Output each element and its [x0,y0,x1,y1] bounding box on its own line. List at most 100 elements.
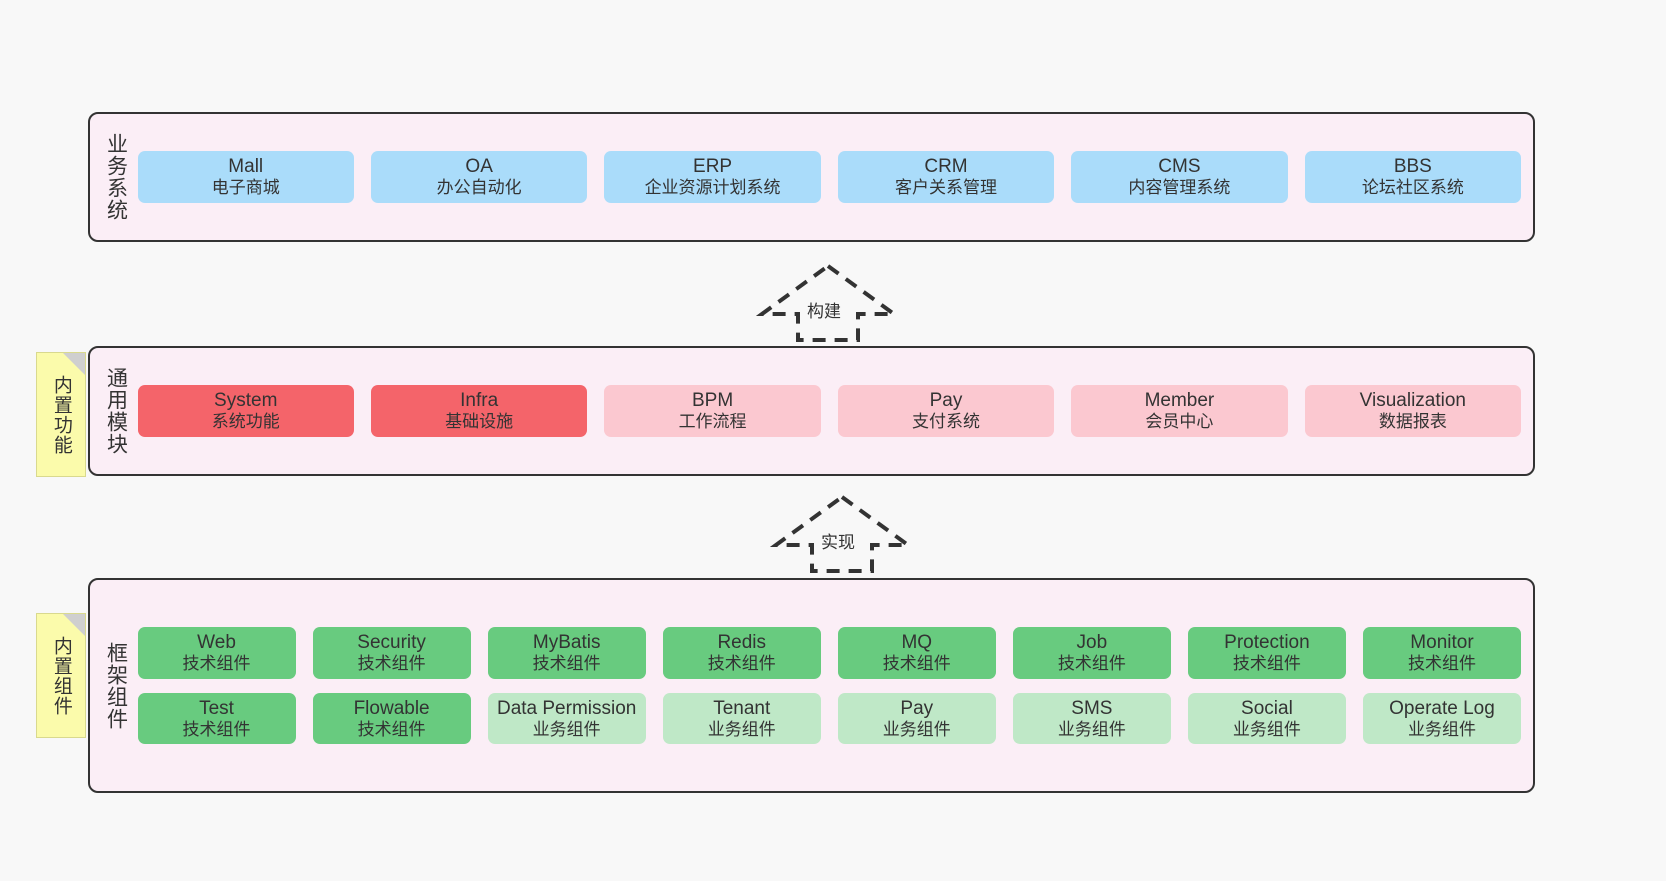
layer-title-common-module: 通用模块 [104,367,128,455]
card-subtitle: 内容管理系统 [1128,178,1231,198]
card-title: Redis [717,631,767,653]
card-bbs[interactable]: BBS 论坛社区系统 [1304,151,1522,203]
card-title: CMS [1158,156,1201,178]
card-row: Test 技术组件 Flowable 技术组件 Data Permission … [137,692,1522,745]
card-flowable[interactable]: Flowable 技术组件 [312,692,471,745]
card-data-permission[interactable]: Data Permission 业务组件 [487,692,646,745]
card-title: Protection [1224,631,1310,653]
card-title: Member [1144,390,1215,412]
card-subtitle: 技术组件 [357,653,426,673]
card-subtitle: 技术组件 [882,653,951,673]
card-subtitle: 技术组件 [1407,653,1476,673]
card-system[interactable]: System 系统功能 [137,385,354,437]
card-title: Data Permission [496,697,637,719]
card-subtitle: 支付系统 [911,412,980,432]
card-social[interactable]: Social 业务组件 [1187,692,1346,745]
card-mybatis[interactable]: MyBatis 技术组件 [487,626,646,679]
layer-body-framework-component: Web 技术组件 Security 技术组件 MyBatis 技术组件 Redi… [136,588,1523,783]
card-subtitle: 系统功能 [211,412,280,432]
card-title: Mall [228,156,264,178]
card-cms[interactable]: CMS 内容管理系统 [1071,151,1288,203]
card-pay-module[interactable]: Pay 支付系统 [837,385,1055,437]
arrow-build: 构建 [755,262,901,342]
card-title: Tenant [713,697,771,719]
card-title: BBS [1393,156,1432,178]
layer-body-common-module: System 系统功能 Infra 基础设施 BPM 工作流程 Pay 支付系统… [136,356,1523,466]
layer-title-framework-component: 框架组件 [104,641,128,730]
note-fold-icon [63,614,85,636]
card-subtitle: 技术组件 [707,653,776,673]
card-subtitle: 论坛社区系统 [1361,178,1464,198]
card-mq[interactable]: MQ 技术组件 [837,626,996,679]
card-subtitle: 业务组件 [707,719,776,739]
card-erp[interactable]: ERP 企业资源计划系统 [604,151,821,203]
card-title: Social [1241,697,1293,719]
card-subtitle: 业务组件 [882,719,951,739]
card-test[interactable]: Test 技术组件 [137,692,296,745]
card-security[interactable]: Security 技术组件 [312,626,471,679]
card-crm[interactable]: CRM 客户关系管理 [837,151,1055,203]
card-pay-component[interactable]: Pay 业务组件 [837,692,996,745]
card-subtitle: 技术组件 [182,719,251,739]
card-subtitle: 技术组件 [532,653,601,673]
card-title: Job [1076,631,1108,653]
note-builtin-function: 内置功能 [36,352,86,477]
card-row: Mall 电子商城 OA 办公自动化 ERP 企业资源计划系统 CRM 客户关系… [137,151,1522,203]
note-builtin-component-label: 内置组件 [50,635,72,716]
card-subtitle: 技术组件 [357,719,426,739]
card-title: MyBatis [532,631,601,653]
card-title: Security [357,631,426,653]
card-title: MQ [901,631,933,653]
note-builtin-component: 内置组件 [36,613,86,738]
card-subtitle: 业务组件 [1057,719,1126,739]
card-subtitle: 技术组件 [1057,653,1126,673]
card-title: Visualization [1359,390,1466,412]
card-subtitle: 业务组件 [1407,719,1476,739]
arrow-implement: 实现 [769,493,915,573]
card-subtitle: 办公自动化 [436,178,522,198]
card-operate-log[interactable]: Operate Log 业务组件 [1362,692,1522,745]
card-mall[interactable]: Mall 电子商城 [137,151,354,203]
card-protection[interactable]: Protection 技术组件 [1187,626,1346,679]
layer-body-business-system: Mall 电子商城 OA 办公自动化 ERP 企业资源计划系统 CRM 客户关系… [136,122,1523,232]
card-redis[interactable]: Redis 技术组件 [662,626,821,679]
card-subtitle: 数据报表 [1378,412,1447,432]
arrow-implement-label: 实现 [819,528,857,553]
card-title: SMS [1071,697,1113,719]
arrow-build-label: 构建 [805,297,843,322]
card-web[interactable]: Web 技术组件 [137,626,296,679]
card-monitor[interactable]: Monitor 技术组件 [1362,626,1522,679]
card-job[interactable]: Job 技术组件 [1012,626,1171,679]
card-infra[interactable]: Infra 基础设施 [370,385,588,437]
note-builtin-function-label: 内置功能 [50,374,72,455]
card-row: System 系统功能 Infra 基础设施 BPM 工作流程 Pay 支付系统… [137,385,1522,437]
card-subtitle: 客户关系管理 [894,178,997,198]
card-subtitle: 会员中心 [1145,412,1214,432]
card-row: Web 技术组件 Security 技术组件 MyBatis 技术组件 Redi… [137,626,1522,679]
card-subtitle: 基础设施 [445,412,514,432]
card-sms[interactable]: SMS 业务组件 [1012,692,1171,745]
layer-common-module: 通用模块 System 系统功能 Infra 基础设施 BPM 工作流程 Pay… [88,346,1535,476]
card-title: Pay [900,697,934,719]
card-oa[interactable]: OA 办公自动化 [370,151,588,203]
card-subtitle: 电子商城 [211,178,280,198]
card-title: ERP [693,156,733,178]
card-title: Flowable [353,697,430,719]
card-title: CRM [924,156,968,178]
card-bpm[interactable]: BPM 工作流程 [604,385,821,437]
layer-framework-component: 框架组件 Web 技术组件 Security 技术组件 MyBatis 技术组件… [88,578,1535,793]
card-tenant[interactable]: Tenant 业务组件 [662,692,821,745]
note-fold-icon [63,353,85,375]
card-title: Pay [929,390,963,412]
card-subtitle: 企业资源计划系统 [644,178,781,198]
card-title: Test [199,697,234,719]
card-subtitle: 技术组件 [182,653,251,673]
layer-business-system: 业务系统 Mall 电子商城 OA 办公自动化 ERP 企业资源计划系统 CRM… [88,112,1535,242]
card-title: Monitor [1410,631,1474,653]
card-member[interactable]: Member 会员中心 [1071,385,1288,437]
card-title: System [214,390,278,412]
card-visualization[interactable]: Visualization 数据报表 [1304,385,1522,437]
layer-title-business-system: 业务系统 [104,133,128,221]
card-title: BPM [691,390,734,412]
